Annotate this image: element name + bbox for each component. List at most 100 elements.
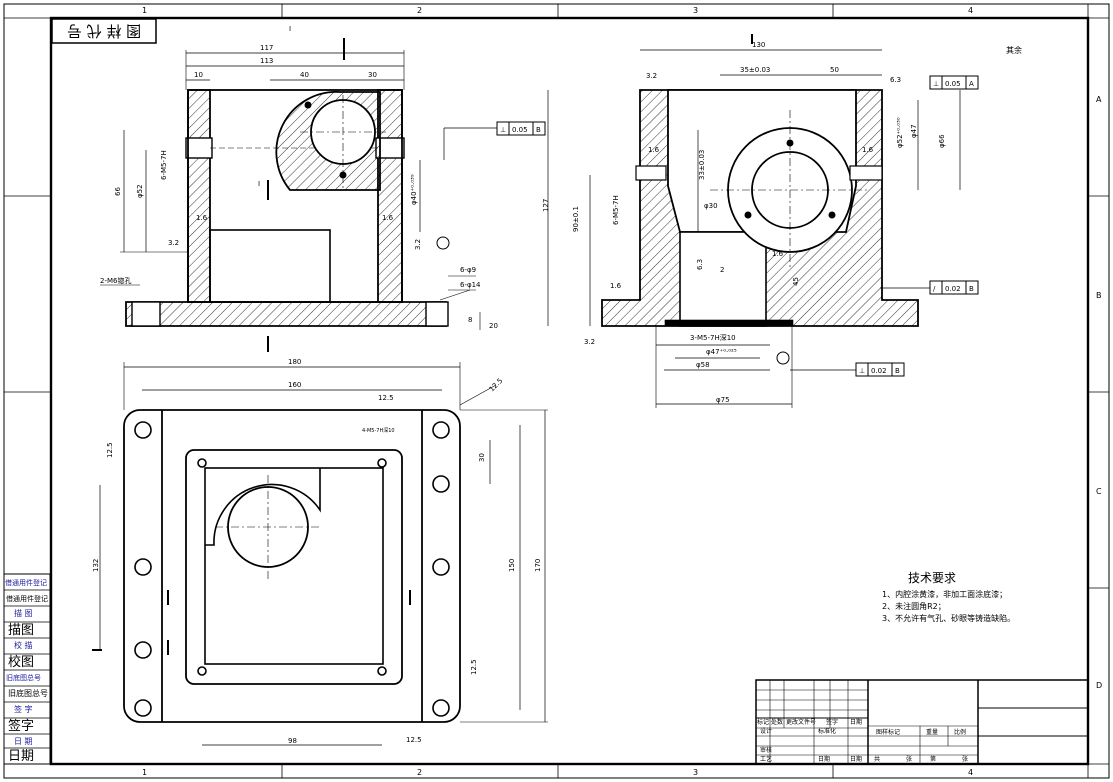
dim-phi75: φ75 <box>716 396 730 404</box>
note-6phi9: 6-φ9 <box>460 266 476 274</box>
front-base-hatch <box>125 301 447 327</box>
note-4m5: 4-M5-7H深10 <box>362 427 395 434</box>
drawing-code-box <box>51 18 157 44</box>
tol3-datum: B <box>895 367 900 375</box>
front-right-wall <box>377 89 403 303</box>
tb-mark: 标记 <box>757 718 769 726</box>
rough-63b: 6.3 <box>696 259 704 270</box>
dim-phi30: φ30 <box>704 202 718 210</box>
rough-16-side-b: 1.6 <box>862 146 874 154</box>
zone-ticks <box>4 4 1109 778</box>
tb-craft: 工艺 <box>760 755 772 763</box>
dim-45: 45 <box>792 277 800 286</box>
zone-bottom-1: 1 <box>142 768 147 777</box>
rough-16-side-d: 1.6 <box>772 250 784 258</box>
tech-item-1: 1、内腔涂黄漆，非加工面涂底漆； <box>882 589 1007 599</box>
tol3-value: 0.02 <box>871 367 887 375</box>
stamp-6: 校图 <box>8 654 34 670</box>
dim-phi58: φ58 <box>696 361 710 369</box>
tb-review-date: 日期 <box>818 755 830 763</box>
dim-35: 35±0.03 <box>740 66 770 74</box>
stamp-10: 签字 <box>8 718 34 734</box>
zone-bottom-3: 3 <box>693 768 698 777</box>
stamp-1: 借通用件登记 <box>5 578 47 587</box>
dim-160: 160 <box>288 381 301 389</box>
dim-66: 66 <box>114 187 122 196</box>
tol2-value: 0.02 <box>945 285 961 293</box>
rough-125b: 12.5 <box>106 442 114 458</box>
dim-phi52: φ52 <box>136 184 144 198</box>
zone-top-1: 1 <box>142 6 147 15</box>
rough-125c: 12.5 <box>470 659 478 675</box>
tb-design: 设计 <box>760 727 772 735</box>
front-view-labels: 117 113 40 30 10 66 φ52 6-M5-7H 3.2 3.2 … <box>100 25 541 330</box>
zone-right-b: B <box>1096 291 1102 300</box>
rough-32-side: 3.2 <box>646 72 657 80</box>
front-view <box>100 38 546 352</box>
title-block-labels: 标记 处数 更改文件号 签字 日期 设计 标准化 审核 日期 图样标记 重量 比… <box>757 718 968 763</box>
dim-130: 130 <box>752 41 765 49</box>
tb-standard: 标准化 <box>818 727 836 735</box>
tech-item-2: 2、未注圆角R2； <box>882 601 946 611</box>
title-block <box>755 679 1089 765</box>
tol-datum: B <box>536 126 541 134</box>
tol-symbol: ⊥ <box>500 126 506 134</box>
rough-16-side-a: 1.6 <box>648 146 660 154</box>
tol2-datum: B <box>969 285 974 293</box>
zone-right-a: A <box>1096 95 1102 104</box>
side-stamp-labels: 借通用件登记 借通用件登记 描 图 描图 校 描 校图 旧底图总号 旧底图总号 … <box>5 578 48 764</box>
stamp-5: 校 描 <box>14 640 33 650</box>
zone-bottom-2: 2 <box>417 768 422 777</box>
dim-180: 180 <box>288 358 301 366</box>
rough-16-side-c: 1.6 <box>610 282 622 290</box>
rough-16b: 1.6 <box>382 214 394 222</box>
note-2m6: 2-M6锪孔 <box>100 276 131 285</box>
note-6phi14: 6-φ14 <box>460 281 481 289</box>
tb-of: 第 <box>930 755 936 763</box>
tol2-sym: / <box>933 285 936 293</box>
zone-right-c: C <box>1096 487 1102 496</box>
rough-63-side: 6.3 <box>890 76 901 84</box>
tb-date: 日期 <box>850 718 862 726</box>
dim-phi47: φ47 <box>910 124 918 138</box>
dim-117: 117 <box>260 44 273 52</box>
dim-170: 170 <box>534 559 542 572</box>
tb-total: 共 <box>874 755 880 763</box>
dim-33: 33±0.03 <box>698 150 706 180</box>
top-view-labels: 180 160 12.5 12.5 12.5 4-M5-7H深10 30 132… <box>92 358 542 745</box>
stamp-7: 旧底图总号 <box>6 673 41 682</box>
dim-6m5: 6-M5-7H <box>160 150 168 180</box>
dim-10: 10 <box>194 71 203 79</box>
dim-phi66: φ66 <box>938 134 946 148</box>
dim-30-top: 30 <box>478 453 486 462</box>
rough-32-side-b: 3.2 <box>584 338 595 346</box>
stamp-8: 旧底图总号 <box>8 688 48 698</box>
dim-132: 132 <box>92 559 100 572</box>
side-stamp <box>3 573 51 765</box>
dim-90: 90±0.1 <box>572 206 580 232</box>
tb-drawing-mark: 图样标记 <box>876 728 900 736</box>
top-view <box>92 362 548 746</box>
tb-count: 处数 <box>771 718 783 726</box>
dim-40: 40 <box>300 71 309 79</box>
dim-phi47b: φ47⁺⁰·⁰²⁵ <box>706 348 737 356</box>
tb-bottom-date: 日期 <box>850 755 862 763</box>
dim-127: 127 <box>542 199 550 212</box>
stamp-2: 借通用件登记 <box>6 594 48 603</box>
tech-title: 技术要求 <box>908 571 956 585</box>
tech-item-3: 3、不允许有气孔、砂眼等铸造缺陷。 <box>882 613 1015 623</box>
zone-bottom-4: 4 <box>968 768 973 777</box>
tb-change: 更改文件号 <box>786 718 816 726</box>
zone-top-3: 3 <box>693 6 698 15</box>
side-view-labels: 130 35±0.03 50 3.2 6.3 ⊥ 0.05 A 127 90±0… <box>542 41 1022 404</box>
rough-other-note: 其余 <box>1006 45 1022 55</box>
outer-border <box>3 3 1110 779</box>
rough-125d: 12.5 <box>406 736 422 744</box>
stamp-4: 描图 <box>8 623 34 638</box>
dim-phi52-side: φ52⁺⁰·⁰³⁰ <box>896 117 904 148</box>
stamp-9: 签 字 <box>14 704 33 714</box>
dim-50: 50 <box>830 66 839 74</box>
dim-30: 30 <box>368 71 377 79</box>
dim-8: 8 <box>468 316 472 324</box>
